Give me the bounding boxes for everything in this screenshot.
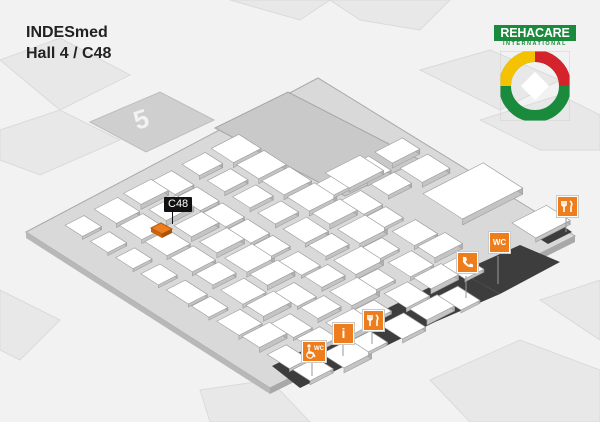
booth-shape xyxy=(438,285,481,311)
booth-shape xyxy=(210,134,262,163)
booth-shape xyxy=(324,154,385,189)
booth-shape xyxy=(190,296,229,318)
booth-shape xyxy=(232,184,274,209)
sign-poles xyxy=(311,218,567,376)
booth-shape xyxy=(274,282,317,307)
exhibitor-name: INDESmed xyxy=(26,24,108,41)
booth-shape xyxy=(366,206,404,228)
booth-shape xyxy=(177,186,220,212)
booth-shape xyxy=(89,231,128,253)
booth-shape xyxy=(416,232,464,259)
booth-layer xyxy=(64,133,571,386)
booth-shape xyxy=(165,279,208,305)
booth-shape xyxy=(350,330,389,353)
rehacare-logo: REHACARE INTERNATIONAL xyxy=(494,25,576,124)
phone-icon xyxy=(463,257,473,268)
booth-shape xyxy=(391,219,439,246)
booth-shape xyxy=(228,218,271,244)
booth-shape xyxy=(383,281,431,309)
booth-shape xyxy=(115,247,153,270)
booth-shape xyxy=(358,268,396,290)
booth-shape xyxy=(329,277,381,306)
booth-shape xyxy=(152,170,195,195)
booth-shape xyxy=(286,182,338,212)
booth-shape xyxy=(253,234,291,257)
booth-shape xyxy=(278,251,321,276)
booth-c48-highlight[interactable] xyxy=(149,222,174,238)
booth-shape xyxy=(206,168,249,193)
booth-shape xyxy=(181,152,224,176)
accessible-wc-label: WC xyxy=(314,346,325,352)
logo-emblem-icon xyxy=(500,51,570,121)
booth-shape xyxy=(257,200,300,225)
restaurant-icon xyxy=(561,200,573,212)
booth-shape xyxy=(370,171,413,196)
booth-shape xyxy=(216,308,263,336)
wc-label: WC xyxy=(492,238,507,247)
booth-shape xyxy=(235,150,287,180)
booth-shape xyxy=(224,243,275,273)
booth-shape xyxy=(341,190,384,215)
info-icon: i xyxy=(341,325,346,341)
wc-sign[interactable]: WC xyxy=(489,232,510,253)
booth-shape xyxy=(379,312,427,340)
booth-shape xyxy=(337,214,388,244)
booth-shape xyxy=(93,197,141,224)
logo-wordmark: REHACARE xyxy=(494,25,576,41)
restaurant-sign-2[interactable] xyxy=(363,310,384,331)
booth-shape xyxy=(374,137,421,164)
exhibitor-heading: INDESmed Hall 4 / C48 xyxy=(26,22,111,64)
booth-shape xyxy=(140,263,178,286)
booth-shape xyxy=(321,339,373,369)
accessible-wc-icon: WC xyxy=(306,344,325,359)
booth-shape xyxy=(422,162,524,220)
booth-shape xyxy=(220,277,267,305)
booth-shape xyxy=(270,313,313,338)
booth-shape xyxy=(399,153,451,183)
booth-shape xyxy=(64,215,103,237)
booth-shape xyxy=(202,202,246,228)
booth-shape xyxy=(299,295,342,319)
booth-shape xyxy=(194,261,237,286)
info-sign[interactable]: i xyxy=(333,323,354,344)
booth-shape xyxy=(169,245,217,273)
hall-stand: Hall 4 / C48 xyxy=(26,45,112,62)
accessible-wc-sign[interactable]: WC xyxy=(302,341,326,362)
booth-shape xyxy=(282,216,330,244)
booth-shape xyxy=(303,264,346,288)
booth-shape xyxy=(261,166,313,196)
booth-shape xyxy=(362,237,400,259)
hall-5-marker[interactable]: 5 xyxy=(88,91,216,153)
phone-sign[interactable] xyxy=(457,252,478,273)
booth-shape xyxy=(307,232,350,257)
booth-shape xyxy=(333,245,384,275)
logo-subtitle: INTERNATIONAL xyxy=(502,41,567,47)
restaurant-sign[interactable] xyxy=(557,196,578,217)
restaurant-icon xyxy=(367,314,379,326)
booth-shape xyxy=(387,250,435,278)
booth-label[interactable]: C48 xyxy=(164,197,193,224)
booth-shape xyxy=(511,204,571,239)
